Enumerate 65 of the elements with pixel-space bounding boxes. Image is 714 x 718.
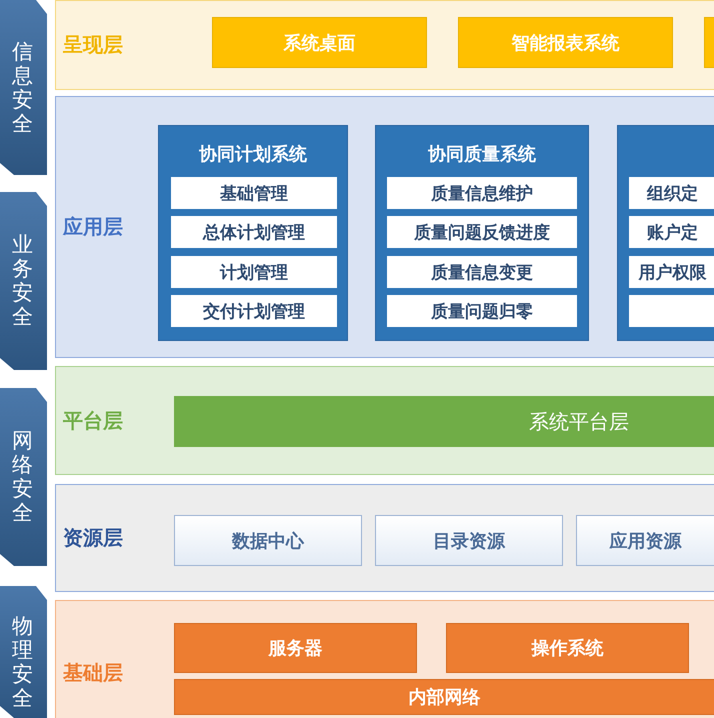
function-name: 质量问题归零 xyxy=(430,300,534,324)
security-tab xyxy=(0,586,47,718)
layer-band xyxy=(55,600,714,718)
function-name: 总体计划管理 xyxy=(202,222,306,244)
function-name: 交付计划管理 xyxy=(202,300,306,324)
platform-bar xyxy=(174,396,714,447)
system-name: 系统桌面 xyxy=(282,32,356,56)
function-item xyxy=(387,216,577,248)
layer-title: 平台层 xyxy=(63,407,123,434)
resource-box xyxy=(576,515,714,566)
platform-name: 系统平台层 xyxy=(529,408,629,435)
function-item xyxy=(387,256,577,288)
infrastructure-box xyxy=(174,679,714,715)
function-item xyxy=(629,256,714,288)
infrastructure-box xyxy=(446,623,689,673)
resource-name: 应用资源 xyxy=(608,530,683,554)
system-panel xyxy=(158,125,348,341)
function-item xyxy=(629,216,714,248)
resource-box xyxy=(174,515,362,566)
layer-band xyxy=(55,96,714,358)
function-item xyxy=(171,216,337,248)
function-item xyxy=(171,256,337,288)
security-label: 网络安全 xyxy=(12,428,33,526)
layer-band xyxy=(55,0,714,90)
function-name: 质量信息维护 xyxy=(430,182,534,206)
layer-title: 基础层 xyxy=(63,660,123,686)
function-name: 基础管理 xyxy=(219,182,289,206)
security-tab xyxy=(0,192,47,370)
function-name: 质量问题反馈进度 xyxy=(412,222,551,244)
system-box xyxy=(212,17,427,68)
infrastructure-name: 操作系统 xyxy=(530,637,604,661)
layer-band xyxy=(55,366,714,475)
security-tab xyxy=(0,388,47,566)
infrastructure-name: 服务器 xyxy=(267,637,324,661)
function-item xyxy=(629,177,714,209)
function-item xyxy=(387,295,577,327)
layer-title: 呈现层 xyxy=(63,32,123,58)
panel-title: 协同计划系统 xyxy=(198,143,308,166)
resource-name: 数据中心 xyxy=(230,530,306,554)
function-name: 账户定 xyxy=(646,222,699,244)
resource-name: 目录资源 xyxy=(432,530,506,554)
function-name: 用户权限 xyxy=(637,262,708,284)
function-item xyxy=(387,177,577,209)
function-name: 计划管理 xyxy=(218,262,289,284)
security-label: 信息安全 xyxy=(12,39,33,136)
system-panel xyxy=(375,125,589,341)
layer-title: 应用层 xyxy=(63,214,123,240)
function-item xyxy=(171,177,337,209)
panel-title: 协同质量系统 xyxy=(427,143,537,166)
system-name: 智能报表系统 xyxy=(510,32,620,56)
infrastructure-name: 内部网络 xyxy=(408,686,482,710)
layer-title: 资源层 xyxy=(63,524,123,552)
empty-box xyxy=(629,295,714,327)
infrastructure-box xyxy=(174,623,417,673)
layer-band xyxy=(55,484,714,592)
security-label: 物理安全 xyxy=(12,614,33,711)
security-label: 业务安全 xyxy=(12,232,33,330)
function-name: 组织定 xyxy=(646,182,699,206)
function-name: 质量信息变更 xyxy=(430,262,534,284)
empty-box xyxy=(704,17,714,68)
function-item xyxy=(171,295,337,327)
system-box xyxy=(458,17,673,68)
security-tab xyxy=(0,0,47,175)
empty-box xyxy=(617,125,714,341)
resource-box xyxy=(375,515,563,566)
